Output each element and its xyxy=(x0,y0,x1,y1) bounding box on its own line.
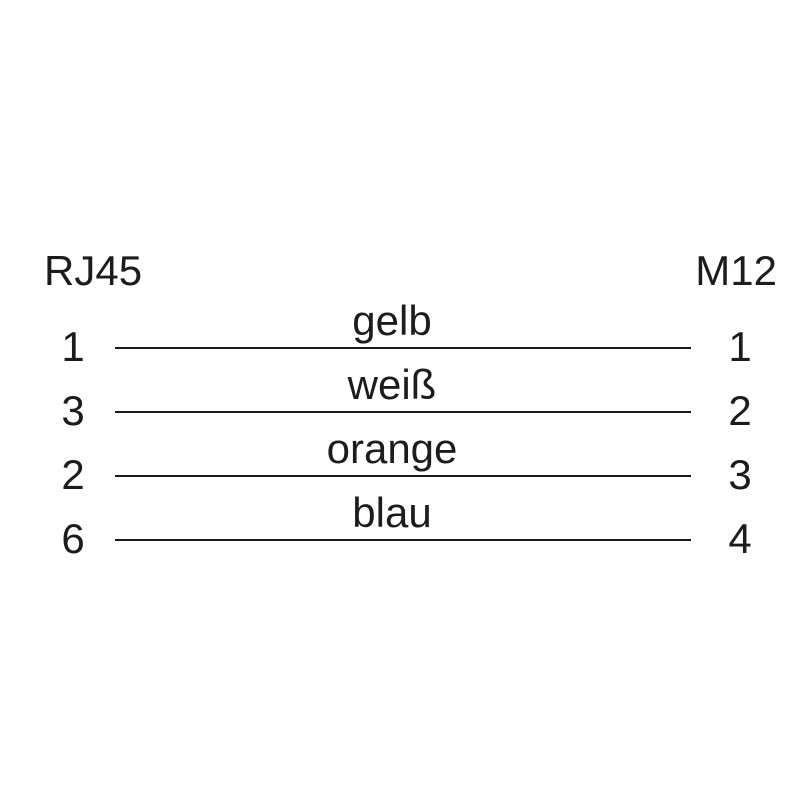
right-pin-number: 1 xyxy=(728,323,752,370)
right-connector-label: M12 xyxy=(695,247,777,294)
wire-color-label: gelb xyxy=(352,297,432,344)
right-pin-number: 4 xyxy=(728,515,752,562)
left-pin-number: 2 xyxy=(61,451,85,498)
left-pin-number: 1 xyxy=(61,323,85,370)
left-pin-number: 3 xyxy=(61,387,85,434)
left-connector-label: RJ45 xyxy=(44,247,143,294)
wire-color-label: blau xyxy=(352,489,432,536)
wire-line xyxy=(115,539,691,541)
right-pin-number: 3 xyxy=(728,451,752,498)
wire-color-label: weiß xyxy=(347,361,437,408)
left-pin-number: 6 xyxy=(61,515,85,562)
wire-color-label: orange xyxy=(326,425,458,472)
wire-line xyxy=(115,411,691,413)
wire-line xyxy=(115,347,691,349)
wire-line xyxy=(115,475,691,477)
right-pin-number: 2 xyxy=(728,387,752,434)
